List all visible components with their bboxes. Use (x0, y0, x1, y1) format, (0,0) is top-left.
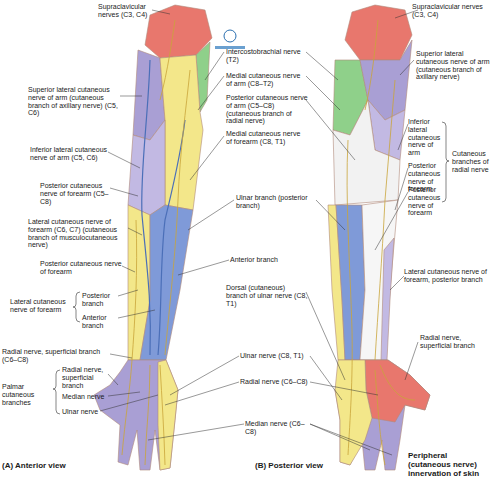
nerve-label: Supraclavicular nerves (C3, C4) (412, 3, 490, 19)
leader-line (390, 276, 404, 290)
nerve-line (165, 70, 190, 355)
view-caption: (B) Posterior view (255, 462, 365, 471)
hand-region (335, 360, 372, 465)
leader-line (118, 310, 155, 318)
nerve-label: Medial cutaneous nerve of arm (C8–T2) (226, 72, 308, 88)
nerve-label: Ulnar nerve (C8, T1) (240, 352, 312, 360)
bracket (53, 370, 60, 414)
nerve-label: Posterior cutaneous nerve of forearm (40, 260, 122, 276)
leader-line (405, 342, 418, 380)
hand-region (94, 360, 178, 470)
leader-line (170, 356, 342, 400)
nerve-label: Posterior cutaneous nerve of forearm (408, 186, 444, 217)
leader-line (110, 188, 138, 196)
skin-region (160, 55, 203, 210)
leader-line (148, 424, 392, 455)
nerve-label: Inferior lateral cutaneous nerve of arm … (30, 146, 108, 162)
leader-line (152, 10, 170, 14)
leader-line (110, 354, 132, 358)
vein-line (142, 60, 151, 355)
nerve-label: Intercostobrachial nerve (T2) (226, 48, 308, 64)
nerve-line (160, 365, 165, 465)
leader-line (306, 100, 355, 160)
leader-line (122, 266, 135, 272)
logo-mark (215, 30, 245, 49)
bracket (73, 292, 80, 322)
nerve-label: Medial cutaneous nerve of forearm (C8, T… (226, 130, 308, 146)
nerve-line (365, 20, 378, 110)
leader-line (188, 200, 345, 230)
nerve-label: Radial nerve, superficial branch (420, 334, 490, 350)
nerve-label: Palmar cutaneous branches (2, 383, 54, 406)
hand-region (158, 360, 178, 470)
leader-line (108, 152, 140, 168)
nerve-label: Superior lateral cutaneous nerve of arm … (28, 86, 120, 117)
skin-region (345, 5, 412, 60)
nerve-label: Inferior lateral cutaneous nerve of arm (408, 118, 444, 157)
leader-line (108, 374, 118, 385)
nerve-label: Supraclavicular nerves (C3, C4) (98, 3, 158, 19)
leader-line (165, 382, 378, 405)
nerve-label: Median nerve (C6–C8) (245, 420, 311, 436)
nerve-line (375, 370, 385, 465)
nerve-label: Cutaneous branches of radial nerve (452, 150, 492, 173)
leader-line (190, 136, 224, 180)
leader-line (108, 392, 140, 396)
nerve-label: Ulnar branch (posterior branch) (236, 194, 316, 210)
skin-region (333, 100, 400, 205)
nerve-line (145, 365, 150, 465)
view-caption: (A) Anterior view (2, 462, 112, 471)
leader-line (375, 192, 408, 250)
nerve-label: Radial nerve (C6–C8) (240, 378, 312, 386)
nerve-label: Posterior cutaneous nerve of forearm (C5… (40, 182, 110, 205)
nerve-label: Superior lateral cutaneous nerve of arm … (416, 50, 492, 81)
nerve-label: Posterior branch (82, 292, 122, 308)
nerve-line (347, 140, 352, 455)
skin-region (381, 238, 394, 360)
nerve-line (160, 20, 175, 100)
nerve-label: Radial nerve, superficial branch (62, 366, 110, 389)
bracket (442, 122, 449, 202)
leader-line (400, 60, 414, 75)
nerve-label: Lateral cutaneous nerve of forearm, post… (404, 268, 490, 284)
skin-region (360, 200, 398, 360)
nerve-label: Anterior branch (82, 314, 122, 330)
nerve-label: Dorsal (cutaneous) branch of ulnar nerve… (226, 284, 308, 307)
leader-line (118, 290, 138, 296)
leader-line (128, 228, 142, 235)
nerve-line (122, 220, 137, 455)
leader-line (178, 260, 229, 275)
nerve-label: Radial nerve, superficial branch (C6–C8) (2, 348, 110, 364)
view-caption: Peripheral (cutaneous nerve) innervation… (408, 452, 492, 479)
leader-line (306, 292, 345, 380)
nerve-label: Ulnar nerve (62, 408, 110, 416)
nerve-label: Median nerve (62, 393, 110, 401)
leader-line (100, 395, 158, 411)
skin-region (128, 120, 165, 215)
nerve-label: Lateral cutaneous nerve of forearm (10, 298, 72, 314)
nerve-label: Posterior cutaneous nerve of arm (C5–C8)… (226, 94, 308, 125)
nerve-line (380, 365, 415, 400)
hand-region (365, 360, 430, 422)
leader-line (120, 96, 142, 97)
nerve-label: Lateral cutaneous nerve of forearm (C6, … (28, 218, 130, 249)
nerve-label: Anterior branch (230, 256, 300, 264)
leader-line (398, 124, 408, 150)
